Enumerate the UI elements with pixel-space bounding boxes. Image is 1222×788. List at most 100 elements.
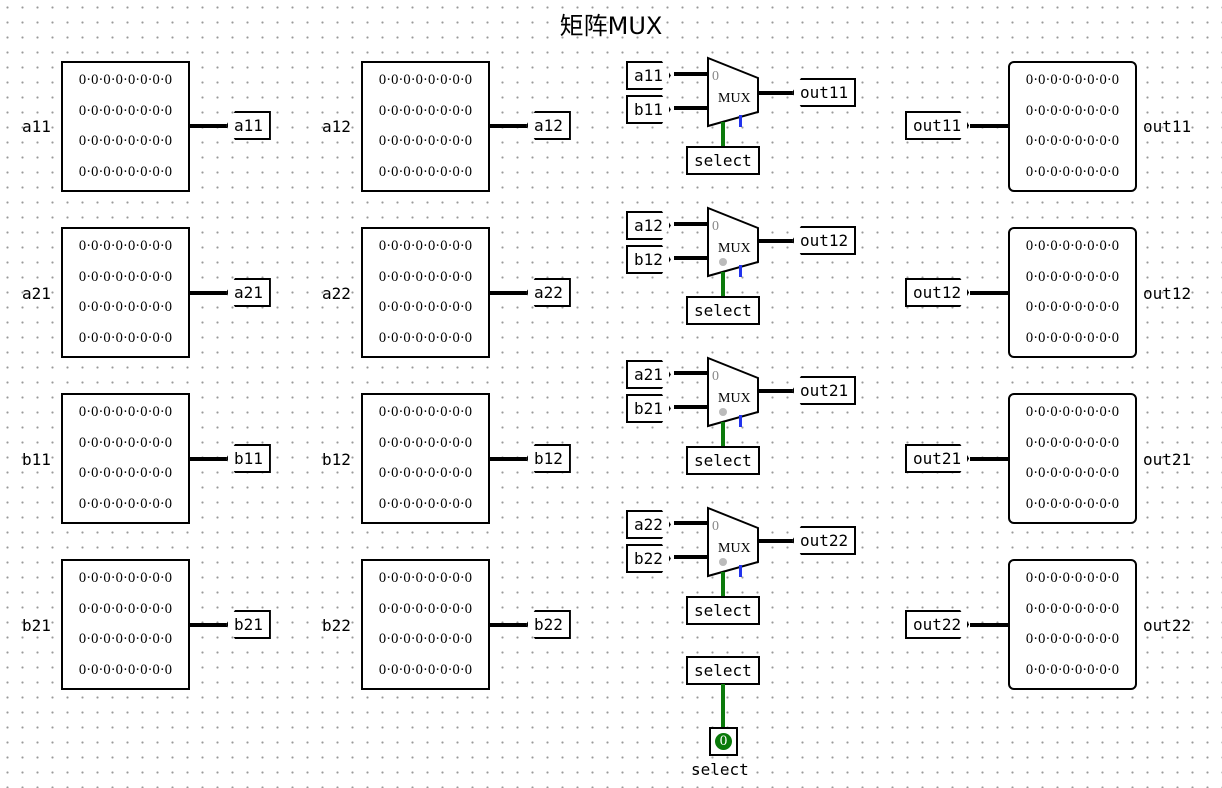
wire [190,124,227,128]
matrix-row: 0·0·0·0·0·0·0·0 [78,496,173,513]
matrix-row: 0·0·0·0·0·0·0·0 [378,71,473,88]
tunnel-in0[interactable]: a22 [626,510,671,539]
tunnel-select[interactable]: select [686,596,760,625]
mux-component[interactable]: 0 MUX [706,356,762,430]
pin-value: 0 [715,733,732,750]
tunnel-out[interactable]: out12 [792,226,857,255]
input-matrix-b11[interactable]: 0·0·0·0·0·0·0·0 0·0·0·0·0·0·0·0 0·0·0·0·… [61,393,190,524]
tunnel-b12[interactable]: b12 [526,444,571,473]
matrix-row: 0·0·0·0·0·0·0·0 [1025,496,1120,513]
tunnel-select[interactable]: select [686,446,760,475]
matrix-row: 0·0·0·0·0·0·0·0 [1025,133,1120,150]
matrix-label: a12 [322,117,351,136]
matrix-row: 0·0·0·0·0·0·0·0 [1025,600,1120,617]
select-pin-dot [719,258,727,266]
mux-zero-label: 0 [712,369,719,384]
tunnel-in1[interactable]: b22 [626,544,671,573]
tunnel-b21[interactable]: b21 [226,610,271,639]
matrix-row: 0·0·0·0·0·0·0·0 [1025,268,1120,285]
input-matrix-a22[interactable]: 0·0·0·0·0·0·0·0 0·0·0·0·0·0·0·0 0·0·0·0·… [361,227,490,358]
matrix-label: out11 [1143,117,1192,136]
matrix-label: out21 [1143,450,1192,469]
matrix-row: 0·0·0·0·0·0·0·0 [1025,299,1120,316]
matrix-row: 0·0·0·0·0·0·0·0 [1025,330,1120,347]
input-matrix-a11[interactable]: 0·0·0·0·0·0·0·0 0·0·0·0·0·0·0·0 0·0·0·0·… [61,61,190,192]
tunnel-a22[interactable]: a22 [526,278,571,307]
enable-wire [739,565,742,577]
wire [970,124,1008,128]
matrix-label: out22 [1143,616,1192,635]
matrix-row: 0·0·0·0·0·0·0·0 [378,268,473,285]
tunnel-in0[interactable]: a11 [626,61,671,90]
mux-component[interactable]: 0 MUX [706,206,762,280]
matrix-row: 0·0·0·0·0·0·0·0 [78,330,173,347]
matrix-row: 0·0·0·0·0·0·0·0 [78,631,173,648]
input-matrix-a21[interactable]: 0·0·0·0·0·0·0·0 0·0·0·0·0·0·0·0 0·0·0·0·… [61,227,190,358]
tunnel-select[interactable]: select [686,146,760,175]
wire [758,239,794,243]
tunnel-out[interactable]: out22 [792,526,857,555]
matrix-row: 0·0·0·0·0·0·0·0 [78,102,173,119]
tunnel-out22[interactable]: out22 [905,610,969,639]
tunnel-in0[interactable]: a21 [626,360,671,389]
matrix-row: 0·0·0·0·0·0·0·0 [1025,631,1120,648]
matrix-row: 0·0·0·0·0·0·0·0 [378,496,473,513]
matrix-row: 0·0·0·0·0·0·0·0 [78,403,173,420]
wire [190,291,227,295]
select-wire [721,122,725,148]
input-matrix-b22[interactable]: 0·0·0·0·0·0·0·0 0·0·0·0·0·0·0·0 0·0·0·0·… [361,559,490,690]
wire [190,623,227,627]
tunnel-in1[interactable]: b21 [626,394,671,423]
output-matrix-out11: 0·0·0·0·0·0·0·0 0·0·0·0·0·0·0·0 0·0·0·0·… [1008,61,1137,192]
wire [490,457,527,461]
wire [674,256,710,260]
matrix-row: 0·0·0·0·0·0·0·0 [378,133,473,150]
input-matrix-a12[interactable]: 0·0·0·0·0·0·0·0 0·0·0·0·0·0·0·0 0·0·0·0·… [361,61,490,192]
select-wire [721,572,725,598]
wire [758,539,794,543]
tunnel-a12[interactable]: a12 [526,111,571,140]
wire [758,389,794,393]
tunnel-out[interactable]: out11 [792,78,857,107]
matrix-row: 0·0·0·0·0·0·0·0 [378,569,473,586]
matrix-row: 0·0·0·0·0·0·0·0 [78,164,173,181]
tunnel-select-source[interactable]: select [686,656,760,685]
output-matrix-out22: 0·0·0·0·0·0·0·0 0·0·0·0·0·0·0·0 0·0·0·0·… [1008,559,1137,690]
tunnel-out[interactable]: out21 [792,376,857,405]
tunnel-in1[interactable]: b11 [626,95,671,124]
tunnel-out12[interactable]: out12 [905,278,969,307]
tunnel-a21[interactable]: a21 [226,278,271,307]
tunnel-out11[interactable]: out11 [905,111,969,140]
wire [674,405,710,409]
tunnel-in1[interactable]: b12 [626,245,671,274]
wire [970,623,1008,627]
select-wire [721,684,725,728]
mux-component[interactable]: 0 MUX [706,56,762,130]
matrix-row: 0·0·0·0·0·0·0·0 [378,403,473,420]
input-matrix-b21[interactable]: 0·0·0·0·0·0·0·0 0·0·0·0·0·0·0·0 0·0·0·0·… [61,559,190,690]
wire [674,521,710,525]
wire [970,291,1008,295]
tunnel-a11[interactable]: a11 [226,111,271,140]
matrix-row: 0·0·0·0·0·0·0·0 [78,662,173,679]
wire [758,91,794,95]
wire [674,106,710,110]
select-input-pin[interactable]: 0 [709,727,738,756]
matrix-row: 0·0·0·0·0·0·0·0 [78,71,173,88]
matrix-row: 0·0·0·0·0·0·0·0 [78,268,173,285]
input-matrix-b12[interactable]: 0·0·0·0·0·0·0·0 0·0·0·0·0·0·0·0 0·0·0·0·… [361,393,490,524]
tunnel-b11[interactable]: b11 [226,444,271,473]
tunnel-b22[interactable]: b22 [526,610,571,639]
matrix-row: 0·0·0·0·0·0·0·0 [78,434,173,451]
tunnel-out21[interactable]: out21 [905,444,969,473]
wire [490,124,527,128]
wire [490,623,527,627]
matrix-row: 0·0·0·0·0·0·0·0 [1025,71,1120,88]
wire [970,457,1008,461]
mux-component[interactable]: 0 MUX [706,506,762,580]
matrix-row: 0·0·0·0·0·0·0·0 [1025,662,1120,679]
tunnel-select[interactable]: select [686,296,760,325]
matrix-row: 0·0·0·0·0·0·0·0 [1025,465,1120,482]
tunnel-in0[interactable]: a12 [626,211,671,240]
matrix-label: out12 [1143,284,1192,303]
